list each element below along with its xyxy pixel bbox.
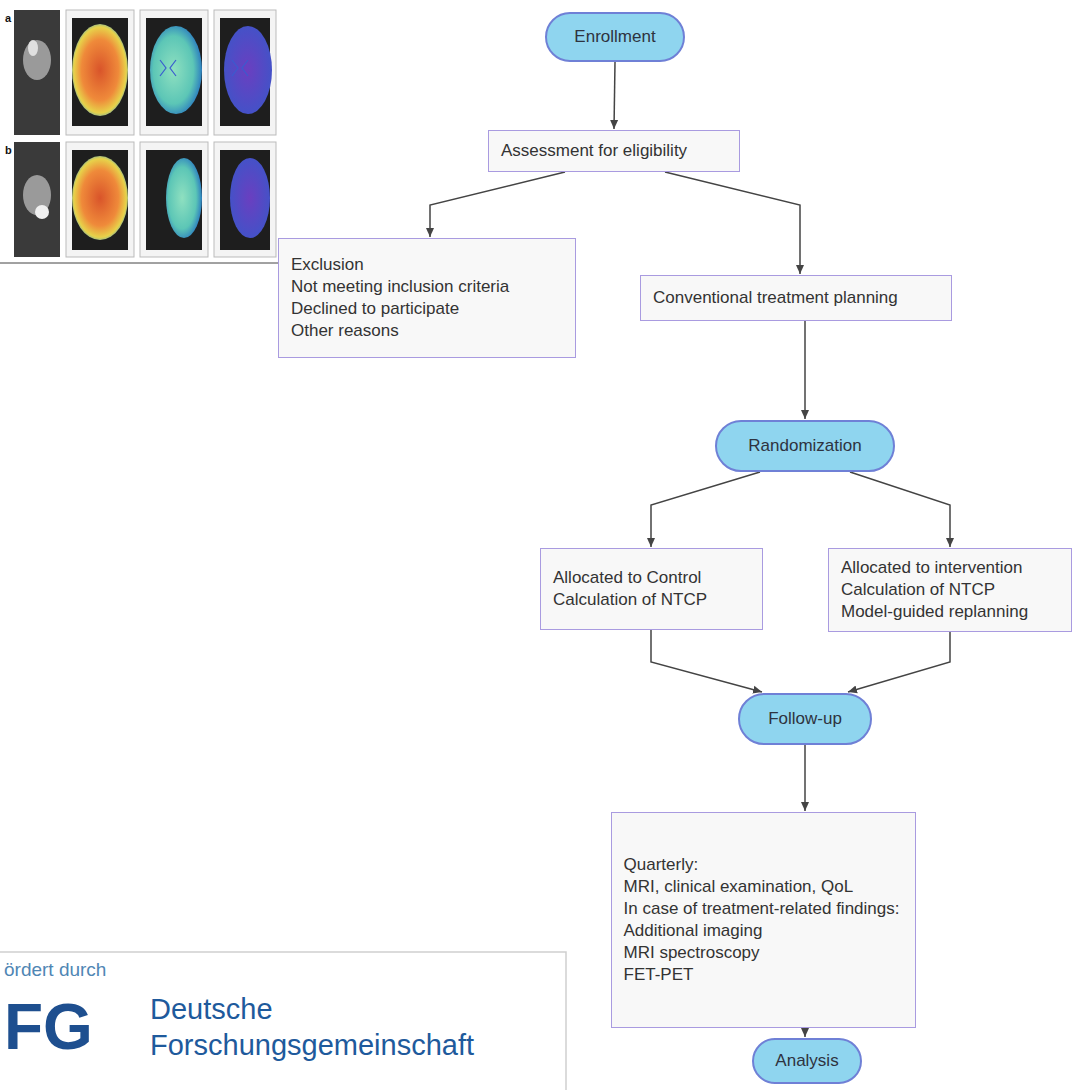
- funder-logo: FG: [4, 992, 93, 1062]
- intervention-arm-box: Allocated to interventionCalculation of …: [828, 548, 1072, 632]
- randomization-terminal: Randomization: [715, 420, 895, 472]
- node-text: MRI spectroscopy: [624, 942, 760, 964]
- node-text: FET-PET: [624, 964, 694, 986]
- funder-name: Deutsche: [150, 994, 273, 1026]
- exclusion-box: ExclusionNot meeting inclusion criteriaD…: [278, 238, 576, 358]
- flow-arrow: [665, 172, 800, 274]
- node-text: Follow-up: [768, 708, 842, 730]
- node-text: MRI, clinical examination, QoL: [624, 876, 854, 898]
- flow-arrow: [848, 632, 950, 692]
- process-box: Assessment for eligibility: [488, 130, 740, 172]
- funder-name: Forschungsgemeinschaft: [150, 1030, 474, 1062]
- flow-arrow: [804, 1028, 806, 1037]
- flow-arrow: [804, 321, 806, 419]
- node-text: Allocated to intervention: [841, 557, 1022, 579]
- node-text: Declined to participate: [291, 298, 459, 320]
- node-text: Model-guided replanning: [841, 601, 1028, 623]
- node-text: Conventional treatment planning: [653, 287, 898, 309]
- panel-letter: a: [3, 12, 13, 24]
- flow-arrow: [614, 62, 615, 129]
- followup-terminal: Follow-up: [738, 693, 872, 745]
- node-text: In case of treatment-related findings:: [624, 898, 900, 920]
- node-text: Allocated to Control: [553, 567, 701, 589]
- node-text: Exclusion: [291, 254, 364, 276]
- start-terminal: Enrollment: [545, 12, 685, 62]
- end-terminal: Analysis: [752, 1038, 862, 1084]
- node-text: Additional imaging: [624, 920, 763, 942]
- flow-arrow: [651, 472, 760, 547]
- followup-detail-box: Quarterly:MRI, clinical examination, QoL…: [611, 812, 917, 1028]
- panel-letter: b: [3, 144, 14, 156]
- node-text: Enrollment: [574, 26, 655, 48]
- flow-arrow: [850, 472, 950, 547]
- node-text: Calculation of NTCP: [841, 579, 995, 601]
- node-text: Calculation of NTCP: [553, 589, 707, 611]
- node-text: Quarterly:: [624, 854, 699, 876]
- process-box: Conventional treatment planning: [640, 275, 952, 321]
- node-text: Analysis: [775, 1050, 838, 1072]
- flow-arrow: [651, 630, 762, 692]
- node-text: Not meeting inclusion criteria: [291, 276, 509, 298]
- node-text: Randomization: [748, 435, 861, 457]
- flow-arrow: [430, 172, 565, 237]
- dose-map-illustration: [0, 0, 400, 270]
- control-arm-box: Allocated to ControlCalculation of NTCP: [540, 548, 763, 630]
- node-text: Assessment for eligibility: [501, 140, 687, 162]
- node-text: Other reasons: [291, 320, 399, 342]
- funder-note: ördert durch: [4, 960, 106, 981]
- flow-arrow: [804, 745, 806, 811]
